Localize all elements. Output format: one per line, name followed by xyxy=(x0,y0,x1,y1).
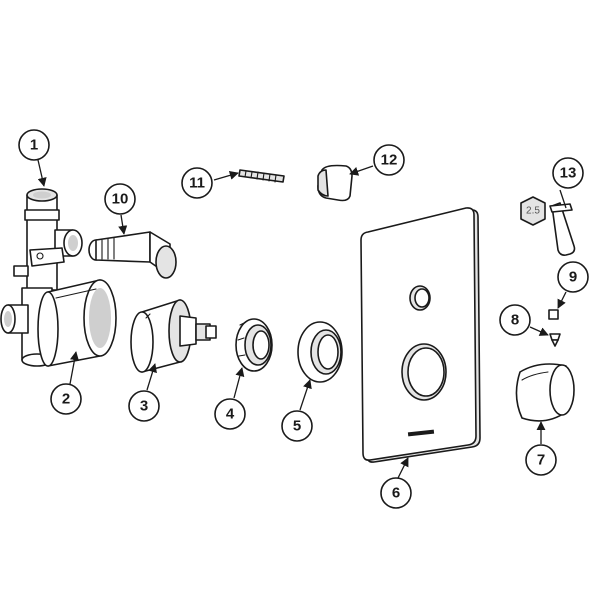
callout-9: 9 xyxy=(557,261,589,293)
part-5-cover-ring xyxy=(297,321,343,383)
callout-3-label: 3 xyxy=(140,398,148,415)
callout-7: 7 xyxy=(525,444,557,476)
callout-8: 8 xyxy=(499,304,531,336)
part-12-button-cap xyxy=(317,164,353,202)
part-6-faceplate xyxy=(360,207,481,463)
callout-1: 1 xyxy=(18,129,50,161)
part-13-hex-key: 2.5 xyxy=(520,196,576,256)
callout-8-label: 8 xyxy=(511,312,519,329)
callout-6: 6 xyxy=(380,477,412,509)
callout-2: 2 xyxy=(50,383,82,415)
part-7-handle-knob xyxy=(515,363,575,422)
callout-12: 12 xyxy=(373,144,405,176)
callout-10: 10 xyxy=(104,183,136,215)
callout-2-label: 2 xyxy=(62,391,70,408)
callout-6-label: 6 xyxy=(392,485,400,502)
callout-11-label: 11 xyxy=(189,175,205,192)
part-9-cap xyxy=(548,309,559,320)
part-10-extension-spindle xyxy=(88,231,177,279)
callout-12-label: 12 xyxy=(381,152,398,169)
part-8-grub-screw xyxy=(549,333,561,347)
callout-5-label: 5 xyxy=(293,418,301,435)
part-4-ring-nut xyxy=(235,318,273,372)
callout-11: 11 xyxy=(181,167,213,199)
hex-key-size-label: 2.5 xyxy=(526,206,540,217)
callout-7-label: 7 xyxy=(537,452,545,469)
callout-4-label: 4 xyxy=(226,406,235,423)
leader-lines xyxy=(37,159,567,479)
callout-4: 4 xyxy=(214,398,246,430)
callout-3: 3 xyxy=(128,390,160,422)
callout-9-label: 9 xyxy=(569,269,577,286)
callout-10-label: 10 xyxy=(112,191,129,208)
part-11-threaded-rod xyxy=(238,169,285,183)
part-3-cartridge xyxy=(130,299,217,373)
callout-5: 5 xyxy=(281,410,313,442)
part-2-sleeve xyxy=(37,279,117,367)
callout-13-label: 13 xyxy=(560,165,577,182)
callout-1-label: 1 xyxy=(30,137,38,154)
callout-13: 13 xyxy=(552,157,584,189)
